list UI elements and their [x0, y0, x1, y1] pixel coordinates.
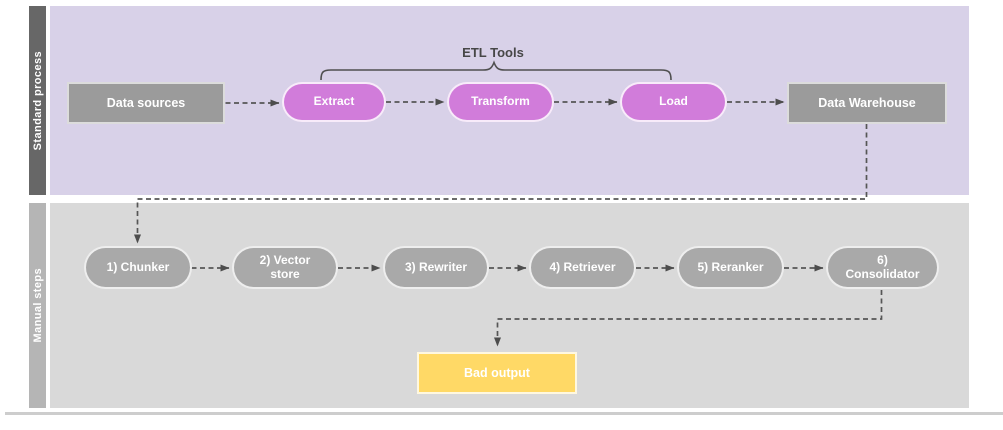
- node-vector-store-label: 2) Vector store: [259, 252, 311, 281]
- node-bad-output: Bad output: [417, 352, 577, 394]
- node-transform: Transform: [447, 82, 554, 122]
- lane-standard-process-label: Standard process: [31, 50, 44, 151]
- node-reranker-label: 5) Reranker: [697, 259, 764, 274]
- bottom-divider-line: [5, 412, 1003, 415]
- lane-manual-steps-label: Manual steps: [31, 268, 44, 343]
- lane-manual-steps-bar: Manual steps: [29, 203, 46, 408]
- node-reranker: 5) Reranker: [677, 246, 784, 289]
- node-rewriter-label: 3) Rewriter: [404, 259, 468, 274]
- lane-standard-process-bar: Standard process: [29, 6, 46, 195]
- node-data-warehouse-label: Data Warehouse: [818, 95, 916, 110]
- node-retriever-label: 4) Retriever: [549, 259, 616, 274]
- node-vector-store: 2) Vector store: [232, 246, 338, 289]
- node-data-warehouse: Data Warehouse: [787, 82, 947, 124]
- etl-tools-caption: ETL Tools: [462, 45, 524, 60]
- node-consolidator: 6) Consolidator: [826, 246, 939, 289]
- node-rewriter: 3) Rewriter: [383, 246, 489, 289]
- node-transform-label: Transform: [471, 94, 530, 109]
- node-bad-output-label: Bad output: [464, 365, 530, 380]
- node-retriever: 4) Retriever: [529, 246, 636, 289]
- node-extract-label: Extract: [313, 94, 355, 109]
- node-load-label: Load: [659, 94, 688, 109]
- node-data-sources-label: Data sources: [106, 95, 186, 110]
- node-load: Load: [620, 82, 727, 122]
- node-chunker-label: 1) Chunker: [106, 259, 170, 274]
- node-consolidator-label: 6) Consolidator: [845, 252, 920, 281]
- node-data-sources: Data sources: [67, 82, 225, 124]
- node-chunker: 1) Chunker: [84, 246, 192, 289]
- node-extract: Extract: [282, 82, 386, 122]
